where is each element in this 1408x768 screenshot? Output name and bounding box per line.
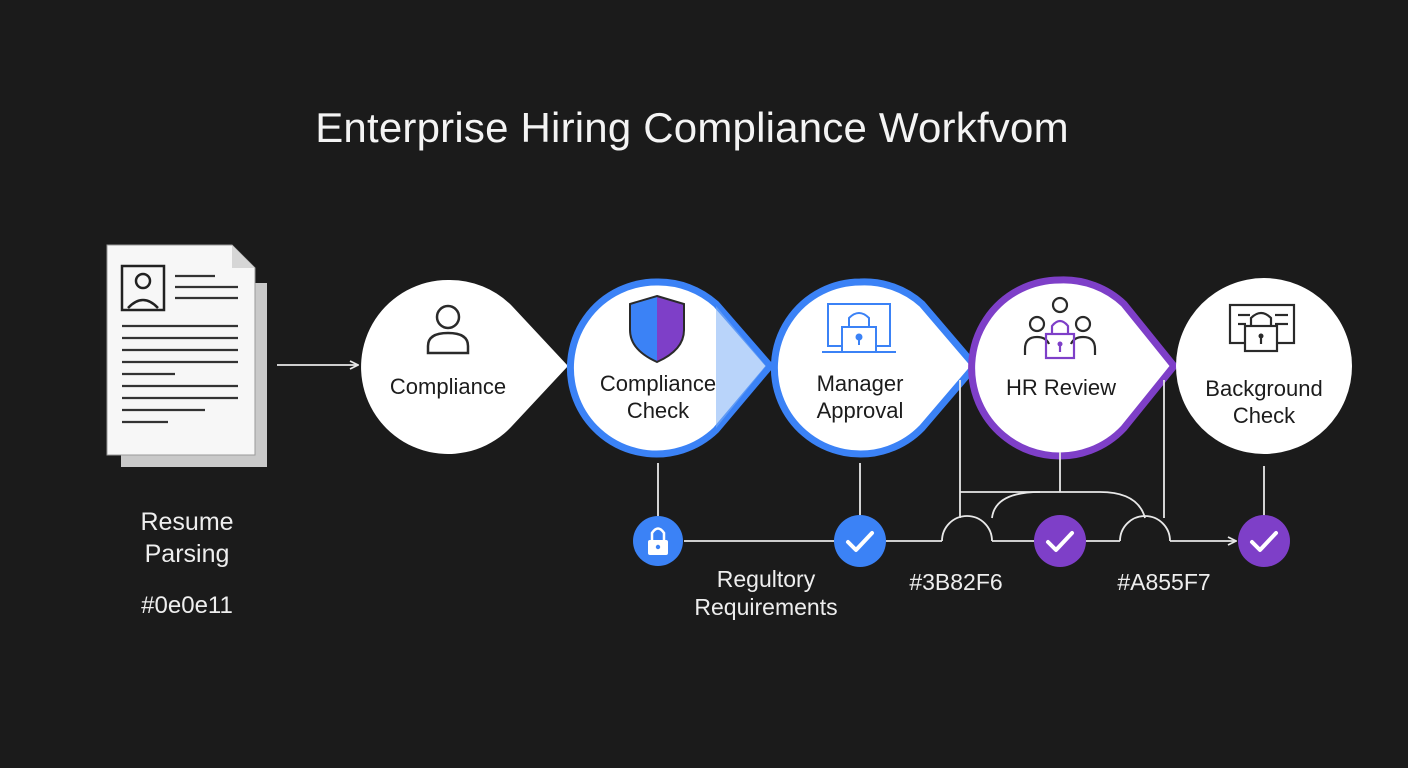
shield-icon <box>629 294 685 364</box>
node-background-check[interactable] <box>1176 278 1352 454</box>
node-background-check-label: Background Check <box>1205 376 1323 428</box>
node-manager-approval[interactable] <box>770 278 980 458</box>
check-icon <box>1046 531 1074 552</box>
badge-check-purple-2 <box>1238 515 1290 567</box>
lock-icon <box>648 527 668 555</box>
badge-lock <box>633 516 683 566</box>
node-compliance-label: Compliance <box>389 374 507 399</box>
regulatory-requirements-label: Regultory Requirements <box>694 566 838 620</box>
connector-lines <box>657 380 1265 541</box>
group-lock-icon <box>1023 296 1097 360</box>
check-icon <box>1250 531 1278 552</box>
user-icon <box>426 304 470 355</box>
node-manager-approval-label: Manager Approval <box>816 371 904 423</box>
node-compliance[interactable] <box>361 279 568 454</box>
blue-color-code: #3B82F6 <box>909 569 1003 595</box>
document-code: #0e0e11 <box>141 592 233 619</box>
page-title: Enterprise Hiring Compliance Workfvom <box>315 104 1069 151</box>
purple-color-code: #A855F7 <box>1117 569 1211 595</box>
resume-parsing-label: Resume Parsing <box>140 508 234 568</box>
badge-check-blue <box>834 515 886 567</box>
resume-document-icon <box>106 244 267 467</box>
node-compliance-check[interactable] <box>566 278 775 458</box>
id-card-lock-icon <box>1228 303 1296 353</box>
monitor-lock-icon <box>822 303 896 353</box>
node-compliance-check-label: Compliance Check <box>599 371 717 423</box>
badge-check-purple-1 <box>1034 515 1086 567</box>
check-icon <box>846 531 874 552</box>
node-hr-review[interactable] <box>968 276 1179 460</box>
node-hr-review-label: HR Review <box>1005 375 1117 400</box>
